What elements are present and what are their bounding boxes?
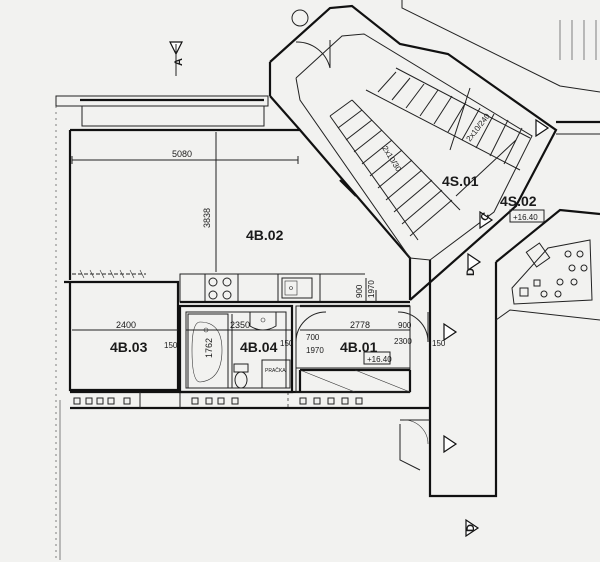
room-label-4s01: 4S.01 [442,173,479,189]
stair-treads-lower [329,99,461,241]
label-pracka: PRAČKA [265,367,286,374]
dim-hall-900: 900 [398,321,412,330]
room-label-4b02: 4B.02 [246,227,284,243]
section-marker-d-mid [467,252,482,272]
dimension-lines [71,132,410,388]
dim-hall-1970: 1970 [306,346,324,355]
dim-hall-2778: 2778 [350,320,370,330]
level-entry: +16.40 [367,355,392,364]
dim-height-main: 3838 [202,208,212,228]
dim-door-1970: 1970 [367,280,376,298]
room-label-4b01: 4B.01 [340,339,378,355]
neighbor-edge-top [401,0,600,93]
kitchen-hatch-ticks [79,269,145,279]
level-box [363,351,391,365]
sink-icon [281,277,313,299]
section-label-a: A [173,58,185,66]
stove-icon [208,277,232,300]
dim-door-900: 900 [355,284,364,298]
section-marker-c [479,210,494,230]
level-landing: +16.40 [513,213,538,222]
room-label-4s02: 4S.02 [500,193,537,209]
dim-hall-150: 150 [432,339,446,348]
section-marker-corridor-1 [443,322,458,342]
dim-bath-width: 2350 [230,320,250,330]
door-swing-stair [295,41,331,69]
bathroom-walls [178,304,294,394]
corridor [399,260,498,498]
section-marker-corridor-2 [443,434,458,454]
level-box-landing [509,209,545,223]
section-label-d-mid: D [465,268,477,276]
section-marker-stair [535,118,550,138]
stair-rail [455,139,517,197]
dim-width-main: 5080 [172,149,192,159]
dim-bath-height: 1762 [204,338,214,358]
hall-walls [295,305,412,393]
shaft-room [495,208,600,321]
door-knob-top [291,9,309,27]
section-label-d-bottom: D [465,524,477,532]
stair-treads-upper [365,67,531,171]
dim-width-4b03: 2400 [116,320,136,330]
neighbor-grid [559,20,597,60]
room-label-4b04: 4B.04 [240,339,278,355]
stair-outline [268,4,558,301]
dim-hall-700: 700 [306,333,320,342]
section-marker-d-bottom [465,518,480,538]
washing-machine-box [261,359,291,389]
room-label-4b03: 4B.03 [110,339,148,355]
stair-break [449,87,471,151]
toilet-icon [233,363,249,389]
dim-bath-side: 150 [280,339,294,348]
dim-side-4b03: 150 [164,341,178,350]
shaft-equipment-icons [519,250,588,298]
dim-hall-2300: 2300 [394,337,412,346]
